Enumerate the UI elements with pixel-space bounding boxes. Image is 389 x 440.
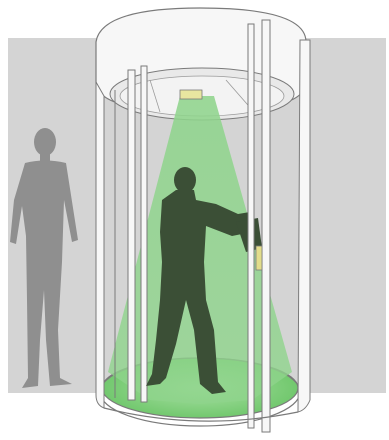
door-handle [256, 246, 262, 270]
ceiling-sensor [180, 90, 202, 99]
